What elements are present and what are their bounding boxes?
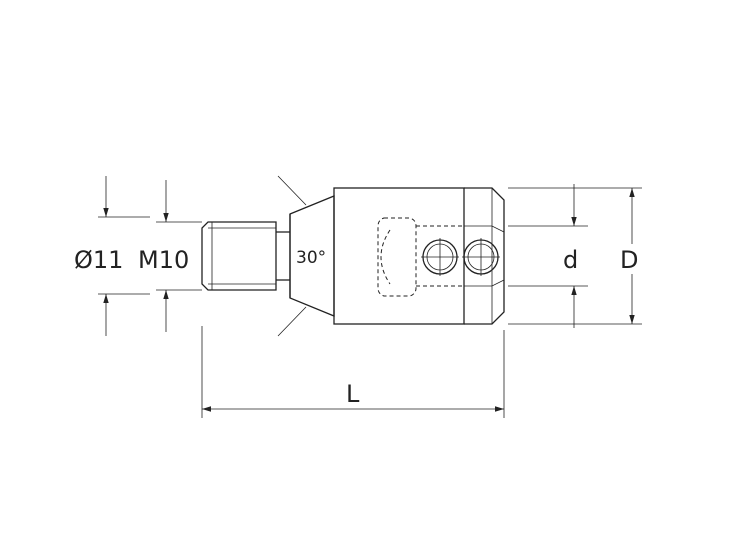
dimension-bore [508, 184, 588, 328]
dimension-diameter [98, 176, 150, 336]
diameter-label: Ø11 [74, 246, 123, 274]
cylindrical-body [333, 187, 505, 325]
threaded-shank [201, 221, 290, 291]
clamping-screw-left [421, 238, 459, 276]
clamping-screw-right [462, 238, 500, 276]
dimension-thread [156, 180, 202, 332]
dimension-outer-diameter [508, 187, 642, 325]
thread-label: M10 [138, 246, 189, 274]
angle-label: 30° [296, 248, 326, 268]
length-label: L [346, 380, 360, 408]
bore-label: d [563, 246, 578, 274]
dimension-length [201, 326, 505, 418]
outer-diameter-label: D [620, 246, 638, 274]
